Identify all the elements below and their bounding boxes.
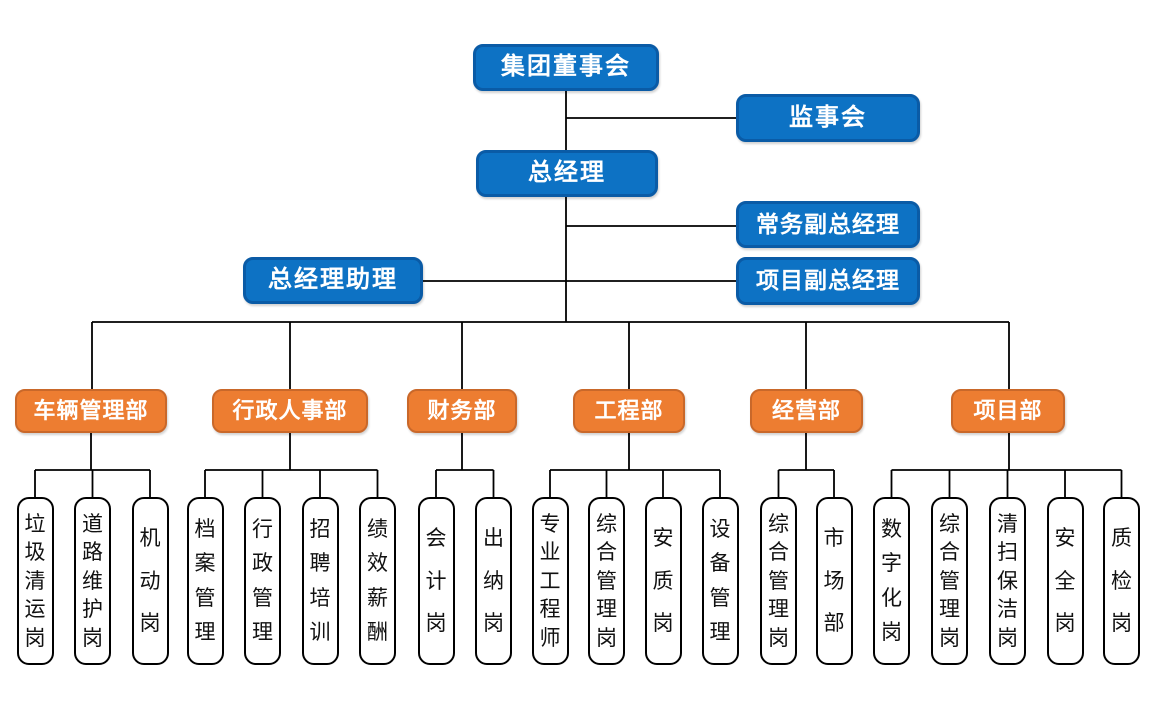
position-node: 数字化岗 (873, 497, 910, 665)
dept-label: 工程部 (594, 397, 664, 423)
dept-engineering: 工程部 (573, 389, 685, 433)
position-node: 安质岗 (644, 497, 682, 665)
position-label: 数字化岗 (881, 518, 902, 644)
dept-vehicle-management: 车辆管理部 (15, 389, 167, 433)
position-label: 出纳岗 (483, 526, 504, 636)
position-node: 专业工程师 (531, 497, 569, 665)
node-label: 集团董事会 (501, 53, 631, 81)
node-executive-deputy-gm: 常务副总经理 (736, 201, 920, 248)
position-label: 安质岗 (652, 526, 674, 636)
node-general-manager: 总经理 (476, 150, 658, 197)
node-gm-assistant: 总经理助理 (243, 257, 423, 304)
node-project-deputy-gm: 项目副总经理 (736, 257, 920, 305)
node-label: 监事会 (789, 103, 867, 131)
node-supervisory-board: 监事会 (736, 94, 920, 142)
position-label: 会计岗 (425, 526, 447, 636)
position-label: 机动岗 (139, 526, 161, 636)
position-node: 机动岗 (131, 497, 169, 665)
dept-finance: 财务部 (407, 389, 517, 433)
position-label: 综合管理岗 (768, 512, 789, 650)
position-label: 设备管理 (709, 518, 731, 644)
position-node: 质检岗 (1103, 497, 1140, 665)
position-label: 综合管理岗 (596, 512, 617, 650)
position-label: 质检岗 (1111, 526, 1132, 636)
position-label: 招聘培训 (309, 518, 331, 644)
node-label: 常务副总经理 (756, 210, 900, 237)
node-label: 总经理 (528, 159, 606, 187)
position-label: 综合管理岗 (939, 512, 960, 650)
dept-label: 财务部 (427, 397, 497, 423)
position-label: 绩效薪酬 (367, 518, 388, 644)
position-node: 会计岗 (417, 497, 455, 665)
position-node: 市场部 (815, 497, 853, 665)
dept-label: 项目部 (973, 397, 1043, 423)
dept-label: 车辆管理部 (33, 397, 149, 423)
position-label: 安全岗 (1054, 526, 1076, 636)
position-label: 行政管理 (252, 518, 273, 644)
position-node: 设备管理 (701, 497, 739, 665)
node-label: 总经理助理 (268, 266, 398, 294)
position-label: 清扫保洁岗 (997, 512, 1018, 650)
position-node: 垃圾清运岗 (16, 497, 54, 665)
position-label: 市场部 (823, 526, 845, 636)
position-node: 安全岗 (1046, 497, 1084, 665)
position-node: 绩效薪酬 (359, 497, 396, 665)
position-node: 道路维护岗 (74, 497, 111, 665)
dept-admin-hr: 行政人事部 (212, 389, 368, 433)
position-label: 专业工程师 (539, 512, 561, 650)
dept-label: 行政人事部 (232, 397, 348, 423)
position-node: 综合管理岗 (760, 497, 797, 665)
position-node: 招聘培训 (301, 497, 339, 665)
dept-label: 经营部 (771, 397, 841, 423)
position-node: 出纳岗 (475, 497, 512, 665)
position-node: 档案管理 (186, 497, 224, 665)
position-node: 清扫保洁岗 (989, 497, 1026, 665)
node-group-board: 集团董事会 (473, 44, 659, 91)
dept-operations: 经营部 (750, 389, 863, 433)
position-node: 综合管理岗 (931, 497, 968, 665)
position-label: 道路维护岗 (82, 512, 103, 650)
position-label: 垃圾清运岗 (24, 512, 46, 650)
position-node: 行政管理 (244, 497, 281, 665)
position-label: 档案管理 (194, 518, 216, 644)
dept-project: 项目部 (951, 389, 1065, 433)
node-label: 项目副总经理 (756, 267, 900, 294)
position-node: 综合管理岗 (588, 497, 625, 665)
